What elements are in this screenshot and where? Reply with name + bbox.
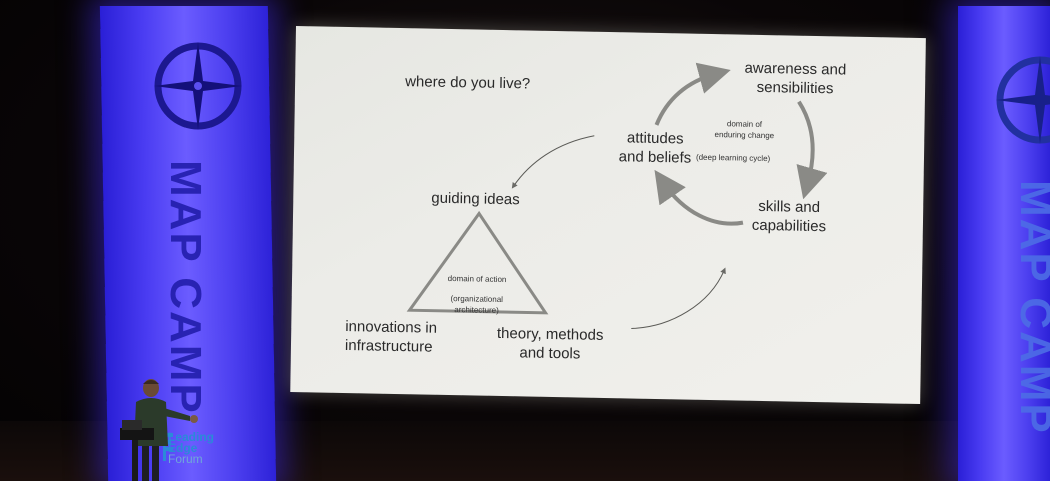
cycle-arrow-bottom (654, 169, 744, 226)
innovations-line1: innovations in (345, 318, 438, 337)
label-domain-of-action: domain of action (447, 273, 507, 285)
label-theory-methods-tools: theory, methods and tools (489, 324, 612, 364)
cycle-arrow-top (654, 62, 731, 126)
label-deep-learning-cycle: (deep learning cycle) (695, 152, 771, 164)
sponsor-line2: Edge (168, 441, 198, 455)
thin-arrow-to-guiding-ideas (511, 135, 595, 189)
label-domain-enduring-change: domain of enduring change (702, 118, 786, 142)
label-skills-capabilities: skills and capabilities (739, 197, 840, 237)
awareness-line2: sensibilities (756, 78, 834, 98)
org-arch-line2: architecture) (454, 305, 499, 315)
thin-arrow-from-theory (631, 267, 726, 329)
awareness-line1: awareness and (744, 59, 847, 79)
left-banner-text: MAP CAMP (161, 160, 210, 415)
slide-diagram-shapes (406, 62, 828, 329)
skills-line1: skills and (758, 197, 821, 217)
speaker-figure (120, 379, 198, 481)
attitudes-line1: attitudes (626, 129, 684, 148)
label-guiding-ideas: guiding ideas (431, 189, 520, 209)
label-organizational-architecture: (organizational architecture) (431, 293, 521, 317)
theory-line2: and tools (519, 344, 581, 363)
innovations-line2: infrastructure (344, 336, 433, 356)
projection-screen: where do you live? awareness and sensibi… (290, 26, 926, 405)
attitudes-line2: and beliefs (618, 148, 692, 167)
theory-line1: theory, methods (496, 324, 604, 344)
action-triangle (406, 210, 549, 315)
label-awareness-sensibilities: awareness and sensibilities (735, 58, 856, 98)
right-banner-text: MAP CAMP (1011, 180, 1050, 435)
compass-rose-icon (154, 42, 242, 130)
sponsor-line1: Leading (168, 430, 215, 444)
label-attitudes-beliefs: attitudes and beliefs (610, 128, 701, 168)
sponsor-logo: Leading Edge Forum (168, 430, 238, 466)
sponsor-line3: Forum (168, 452, 203, 466)
compass-rose-icon (996, 56, 1050, 144)
slide-question: where do you live? (405, 73, 531, 93)
cycle-arrow-right (796, 100, 828, 200)
skills-line2: capabilities (751, 216, 827, 236)
label-innovations-infrastructure: innovations in infrastructure (345, 317, 437, 357)
domain-enduring-line2: enduring change (714, 130, 775, 141)
